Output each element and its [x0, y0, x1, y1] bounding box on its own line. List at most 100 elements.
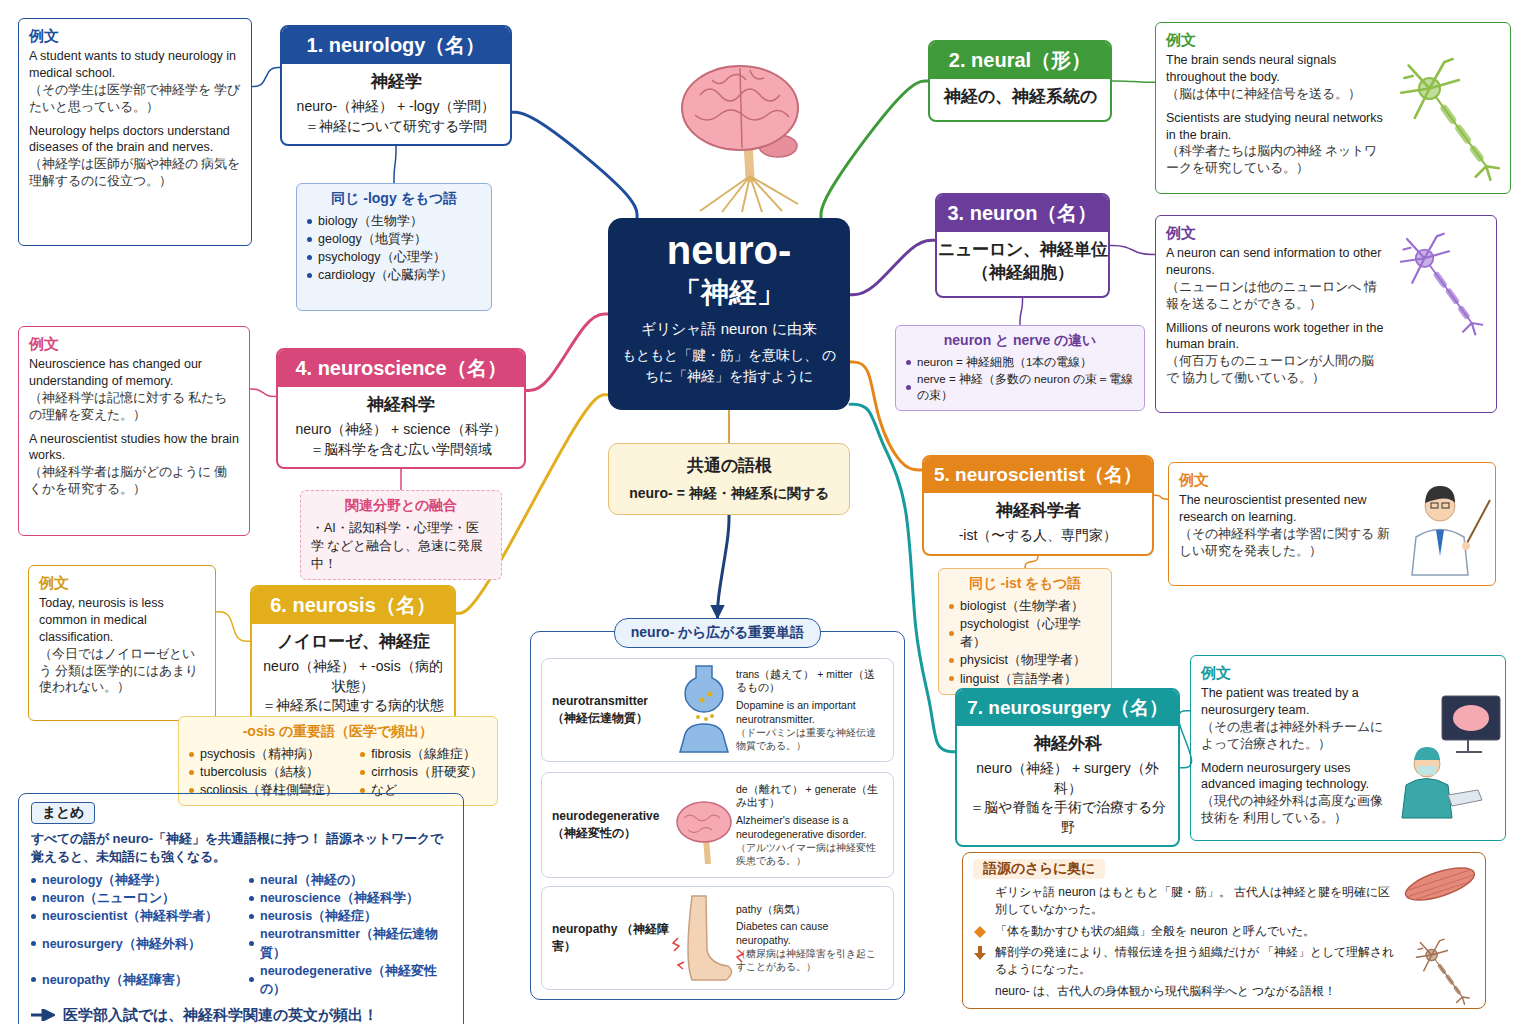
list-item: neurosurgery（神経外科） [31, 925, 233, 961]
list-item-text: neurotransmitter（神経伝達物質） [260, 925, 451, 961]
bullet-dot [307, 273, 312, 278]
list-node: 同じ -ist をもつ語biologist（生物学者）psychologist（… [938, 568, 1112, 695]
doctor-icon [1412, 486, 1490, 575]
bullet-dot [249, 896, 254, 901]
example-english: Neurology helps doctors understand disea… [29, 123, 241, 157]
list-item-text: scoliosis（脊柱側彎症） [200, 781, 338, 799]
word-heading: 6. neurosis（名） [252, 587, 454, 624]
term-translation: （アルツハイマー病は神経変性疾患である。） [736, 841, 885, 867]
bullet-dot [31, 878, 36, 883]
list-item: tubercolusis（結核） [189, 763, 342, 781]
example-heading: 例文 [29, 27, 241, 46]
summary-grid: neurology（神経学）neural（神経の）neuron（ニューロン）ne… [31, 871, 451, 998]
list-item-text: cardiology（心臓病学） [318, 266, 453, 284]
marker-shape [974, 926, 986, 938]
connector [850, 240, 935, 295]
common-root-text: neuro- = 神経・神経系に関する [619, 485, 839, 503]
term-translation: （糖尿病は神経障害を引き起こすことがある。） [736, 947, 885, 973]
deep-text: neuro- は、古代人の身体観から現代脳科学へと つながる語根！ [995, 983, 1395, 1000]
example-heading: 例文 [39, 574, 205, 593]
term-example: Diabetes can cause neuropathy. [736, 920, 885, 947]
connector [250, 389, 276, 396]
foot-icon [673, 896, 743, 980]
bullet-dot [31, 977, 36, 982]
list-item-text: neuropathy（神経障害） [42, 971, 188, 989]
common-root-heading: 共通の語根 [619, 454, 839, 477]
neuron-icon [1416, 939, 1469, 1004]
example-japanese: （今日ではノイローゼという 分類は医学的にはあまり 使われない。） [39, 646, 205, 697]
bullet-dot [949, 604, 954, 609]
list-item-text: neurodegenerative（神経変性の） [260, 962, 451, 998]
example-english: Modern neurosurgery uses advanced imagin… [1201, 760, 1395, 794]
panel-node: neuro- から広がる重要単語neurotransmitter （神経伝達物質… [530, 618, 905, 1000]
connector [1025, 556, 1038, 568]
word-formula: ＝神経について研究する学問 [282, 117, 510, 137]
term-name: neurodegenerative （神経変性の） [542, 808, 674, 842]
connector [216, 612, 250, 642]
word-formula: ＝脳や脊髄を手術で治療する分野 [957, 798, 1178, 837]
row-node: neurotransmitter （神経伝達物質）trans（越えて） + mi… [541, 658, 894, 762]
list-item: nerve = 神経（多数の neuron の束＝電線の束） [906, 371, 1134, 404]
term-example: Alzheimer's disease is a neurodegenerati… [736, 814, 885, 841]
origin-note: ギリシャ語 neuron に由来 [620, 320, 838, 339]
diamond-marker [973, 925, 987, 939]
neuron-icon [1401, 59, 1499, 180]
deep-heading: 語源のさらに奥に [973, 859, 1105, 879]
list-item: psychologist（心理学者） [949, 615, 1101, 651]
arrow-shape [31, 1010, 53, 1020]
word-heading: 2. neural（形） [930, 42, 1110, 79]
bullet-dot [249, 914, 254, 919]
list-item-text: など [371, 781, 397, 799]
bullet-dot [31, 941, 36, 946]
bullet-dot [360, 752, 365, 757]
term-details: pathy（病気） Diabetes can cause neuropathy.（… [736, 897, 893, 980]
list-grid: psychosis（精神病）tubercolusis（結核）scoliosis（… [189, 745, 487, 799]
word-formula: -ist（〜する人、専門家） [924, 526, 1152, 546]
term-details: trans（越えて） + mitter（送るもの）Dopamine is an … [736, 662, 893, 759]
connector [718, 515, 730, 618]
word-meaning: 神経の、神経系統の [930, 85, 1110, 108]
word-formula: neuro-（神経） + -logy（学問） [282, 97, 510, 117]
bullet-dot [949, 631, 954, 636]
example-english: The brain sends neural signals throughou… [1166, 52, 1390, 86]
example-english: A neuron can send information to other n… [1166, 245, 1386, 279]
list-heading: 同じ -logy をもつ語 [307, 190, 481, 208]
example-heading: 例文 [1179, 471, 1400, 490]
term-example: Dopamine is an important neurotransmitte… [736, 699, 885, 726]
list-item: scoliosis（脊柱側彎症） [189, 781, 342, 799]
connector [526, 314, 608, 390]
connector [512, 112, 637, 218]
list-item: neurotransmitter（神経伝達物質） [249, 925, 451, 961]
list-item: neurodegenerative（神経変性の） [249, 962, 451, 998]
list-item-text: neuroscience（神経科学） [260, 889, 419, 907]
ex-node: 例文A neuron can send information to other… [1155, 215, 1497, 413]
word-heading: 3. neuron（名） [937, 195, 1108, 232]
summary-tab: まとめ [31, 802, 95, 824]
example-japanese: （現代の神経外科は高度な画像技術を 利用している。） [1201, 793, 1395, 827]
example-english: A student wants to study neurology in me… [29, 48, 241, 82]
example-heading: 例文 [1166, 31, 1390, 50]
main-node: 2. neural（形） 神経の、神経系統の [928, 40, 1112, 122]
connector [728, 410, 730, 443]
word-heading: 7. neurosurgery（名） [957, 690, 1178, 726]
example-japanese: （ニューロンは他のニューロンへ 情報を送ることができる。） [1166, 279, 1386, 313]
word-meaning: ノイローゼ、神経症 [252, 630, 454, 653]
word-heading: 1. neurology（名） [282, 27, 510, 64]
ex-node: 例文 A student wants to study neurology in … [18, 18, 252, 246]
ex-node: 例文 Today, neurosis is less common in medi… [28, 565, 216, 721]
example-japanese: （神経科学者は脳がどのように 働くかを研究する。） [29, 464, 239, 498]
term-formula: pathy（病気） [736, 903, 885, 917]
list-item: physicist（物理学者） [949, 651, 1101, 669]
bullet-dot [949, 658, 954, 663]
example-english: Neuroscience has changed our understandi… [29, 356, 239, 390]
example-japanese: （神経学は医師が脳や神経の 病気を理解するのに役立つ。） [29, 156, 241, 190]
list-item: biologist（生物学者） [949, 597, 1101, 615]
center-node: neuro-「神経」ギリシャ語 neuron に由来もともと「腱・筋」を意味し、… [608, 218, 850, 410]
list-item-text: cirrhosis（肝硬変） [371, 763, 483, 781]
example-english: Today, neurosis is less common in medica… [39, 595, 205, 646]
root-word: neuro- [620, 228, 838, 272]
example-japanese: （何百万ものニューロンが人間の脳で 協力して働いている。） [1166, 353, 1386, 387]
list-item-text: linguist（言語学者） [960, 670, 1077, 688]
marker-shape [974, 946, 986, 960]
